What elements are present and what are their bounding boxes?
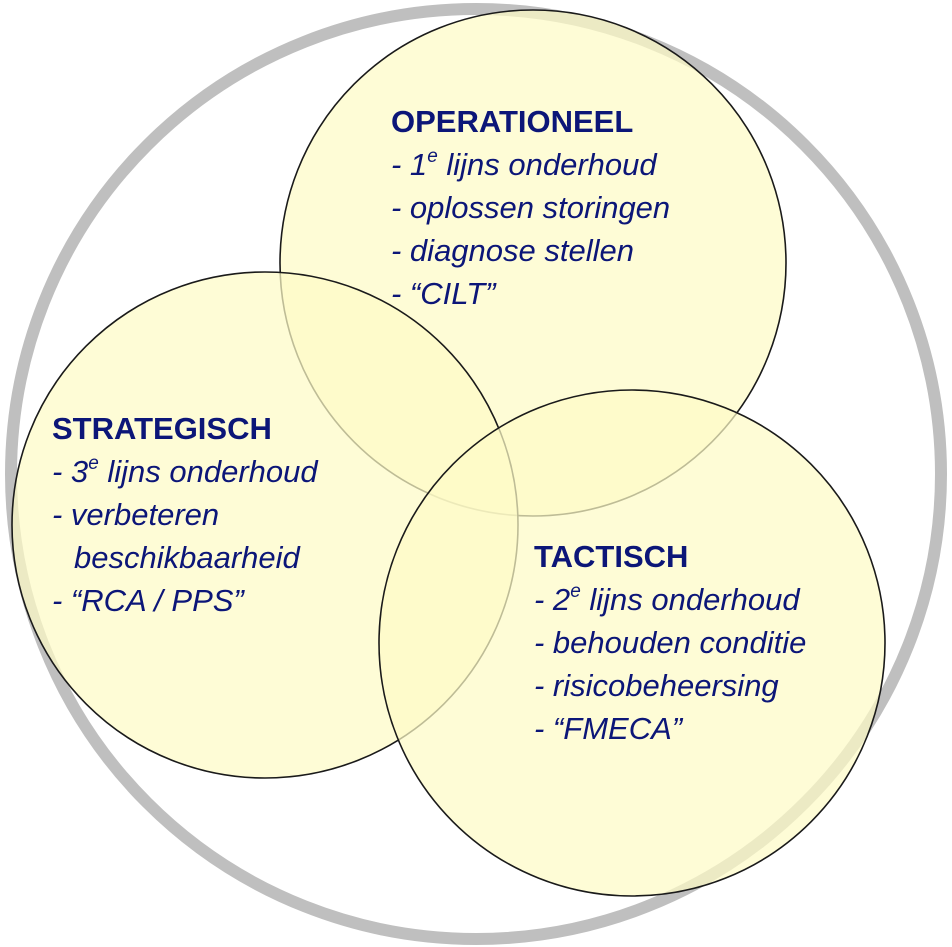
operational-item: - oplossen storingen [391, 186, 670, 229]
tactical-item: - “FMECA” [534, 707, 806, 750]
item-text: - verbeteren [52, 497, 220, 532]
operational-item: - “CILT” [391, 272, 670, 315]
item-text: - 3 [52, 454, 89, 489]
strategic-block: STRATEGISCH - 3e lijns onderhoud - verbe… [52, 407, 318, 622]
item-superscript: e [88, 452, 99, 474]
strategic-title: STRATEGISCH [52, 411, 272, 446]
circle-tactical [378, 389, 886, 897]
operational-item: - diagnose stellen [391, 229, 670, 272]
tactical-block: TACTISCH - 2e lijns onderhoud - behouden… [534, 535, 806, 750]
strategic-item: - 3e lijns onderhoud [52, 450, 318, 493]
item-text: beschikbaarheid [74, 540, 300, 575]
operational-item: - 1e lijns onderhoud [391, 143, 670, 186]
item-text: - behouden conditie [534, 625, 807, 660]
item-superscript: e [570, 580, 581, 602]
operational-block: OPERATIONEEL - 1e lijns onderhoud - oplo… [391, 100, 670, 315]
item-superscript: e [427, 145, 438, 167]
item-text: - risicobeheersing [534, 668, 779, 703]
item-text: - 1 [391, 147, 428, 182]
tactical-item: - behouden conditie [534, 621, 806, 664]
item-text: - 2 [534, 582, 571, 617]
strategic-item: - “RCA / PPS” [52, 579, 318, 622]
strategic-item: beschikbaarheid [52, 536, 318, 579]
item-text: lijns onderhoud [437, 147, 657, 182]
item-text: lijns onderhoud [580, 582, 800, 617]
item-text: - oplossen storingen [391, 190, 671, 225]
outer-ring [5, 3, 947, 945]
operational-title: OPERATIONEEL [391, 104, 634, 139]
item-text: - diagnose stellen [391, 233, 634, 268]
strategic-item: - verbeteren [52, 493, 318, 536]
item-text: - “FMECA” [534, 711, 683, 746]
item-text: - “CILT” [391, 276, 496, 311]
item-text: lijns onderhoud [98, 454, 318, 489]
tactical-title: TACTISCH [534, 539, 689, 574]
item-text: - “RCA / PPS” [52, 583, 244, 618]
tactical-item: - 2e lijns onderhoud [534, 578, 806, 621]
tactical-item: - risicobeheersing [534, 664, 806, 707]
